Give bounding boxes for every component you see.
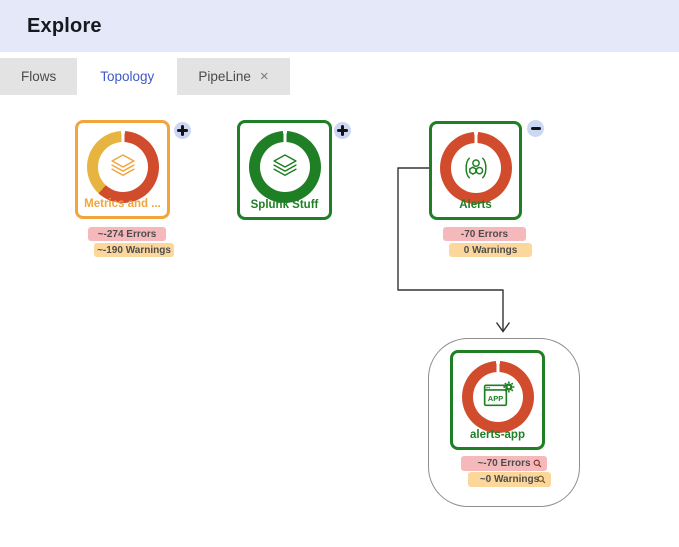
tab-topology-label: Topology — [100, 69, 155, 84]
minus-icon — [530, 126, 541, 131]
tab-topology[interactable]: Topology — [79, 58, 176, 95]
close-icon[interactable]: × — [259, 68, 269, 85]
arrowhead-icon — [495, 322, 511, 333]
app-header: Explore — [0, 0, 679, 52]
errors-badge: -70 Errors — [443, 227, 526, 241]
health-donut: APP — [461, 361, 534, 433]
node-metrics[interactable]: Metrics and ... — [75, 120, 170, 219]
page-title: Explore — [27, 14, 102, 37]
node-label: Alerts — [459, 199, 492, 211]
node-alerts[interactable]: Alerts — [429, 121, 522, 220]
node-label: Metrics and ... — [84, 198, 161, 210]
node-label: Splunk Stuff — [250, 199, 319, 211]
topology-canvas[interactable]: Metrics and ... ~-274 Errors ~-190 Warni… — [0, 95, 679, 547]
warnings-badge: ~-190 Warnings — [94, 243, 174, 257]
plus-icon — [337, 125, 348, 136]
magnifier-icon — [533, 459, 542, 468]
errors-badge-zoom[interactable]: ~-70 Errors — [461, 456, 547, 471]
layers-icon — [272, 154, 297, 176]
warnings-badge-zoom[interactable]: ~0 Warnings — [468, 472, 551, 487]
health-donut — [248, 131, 321, 203]
warnings-badge-label: ~0 Warnings — [479, 474, 540, 485]
errors-badge-label: ~-70 Errors — [477, 458, 531, 469]
tab-pipeline-label: PipeLine — [198, 69, 251, 84]
health-donut — [86, 131, 159, 203]
gear-icon — [502, 381, 514, 393]
node-alerts-app[interactable]: APP alerts-app — [450, 350, 545, 450]
health-donut — [439, 132, 512, 204]
hex-cluster-icon — [464, 157, 487, 179]
magnifier-icon — [537, 475, 546, 484]
layers-icon — [110, 154, 135, 176]
warnings-badge: 0 Warnings — [449, 243, 532, 257]
node-splunk-stuff[interactable]: Splunk Stuff — [237, 120, 332, 220]
expand-node-button[interactable] — [174, 122, 191, 139]
plus-icon — [177, 125, 188, 136]
tab-pipeline[interactable]: PipeLine × — [177, 58, 290, 95]
errors-badge: ~-274 Errors — [88, 227, 166, 241]
collapse-node-button[interactable] — [527, 120, 544, 137]
tab-flows-label: Flows — [21, 69, 57, 84]
tab-flows[interactable]: Flows — [0, 58, 78, 95]
expand-node-button[interactable] — [334, 122, 351, 139]
app-window-icon: APP — [483, 381, 514, 407]
node-label: alerts-app — [470, 429, 525, 441]
svg-text:APP: APP — [487, 394, 502, 403]
tab-bar: Flows Topology PipeLine × — [0, 52, 679, 95]
